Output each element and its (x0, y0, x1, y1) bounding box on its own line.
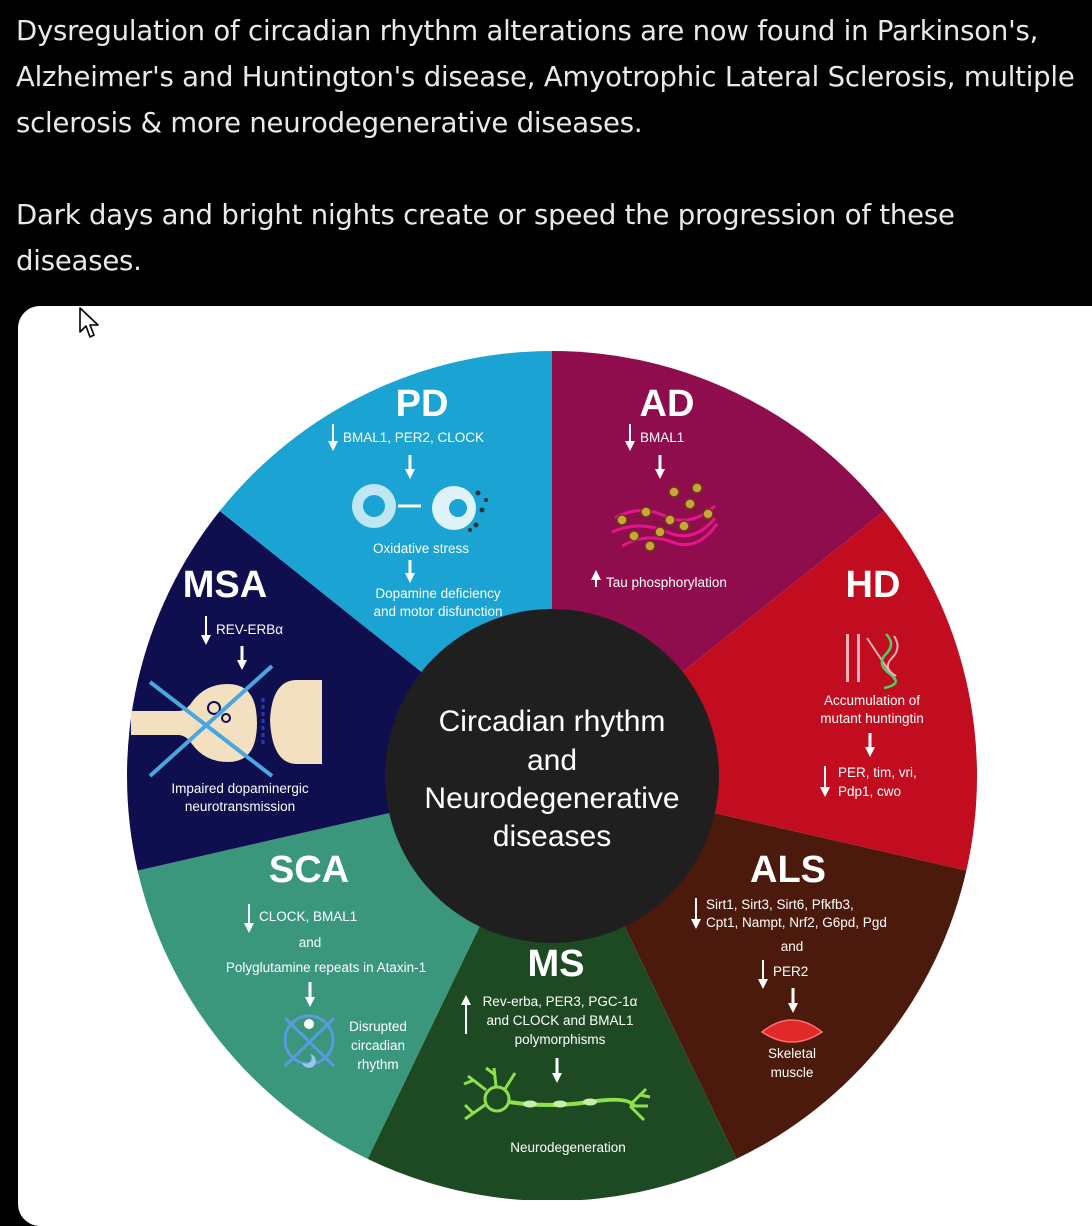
sca-outcome: rhythm (357, 1057, 398, 1072)
als-gene2: PER2 (773, 964, 808, 979)
sca-gene: CLOCK, BMAL1 (259, 909, 357, 924)
center-circle (385, 609, 719, 943)
neuron-icon (463, 1066, 651, 1122)
segment-ms: MS Rev-erba, PER3, PGC-1α and CLOCK and … (461, 943, 651, 1155)
ms-title: MS (528, 943, 585, 985)
hd-genes: PER, tim, vri, (838, 765, 917, 780)
pd-outcome: and motor disfunction (373, 604, 502, 619)
segment-ad: AD BMAL1 Tau phosphorylation (591, 383, 727, 590)
segment-sca: SCA CLOCK, BMAL1 and Polyglutamine repea… (226, 849, 426, 1072)
ms-genes: and CLOCK and BMAL1 (486, 1013, 633, 1028)
msa-outcome: neurotransmission (185, 799, 295, 814)
sca-outcome: Disrupted (349, 1019, 407, 1034)
pd-title: PD (396, 383, 449, 425)
sca-outcome: circadian (351, 1038, 405, 1053)
center-title-line: Circadian rhythm (439, 705, 666, 738)
ms-genes: Rev-erba, PER3, PGC-1α (483, 994, 638, 1009)
disrupted-rhythm-icon (283, 1014, 336, 1068)
sca-and: and (299, 935, 322, 950)
segment-als: ALS Sirt1, Sirt3, Sirt6, Pfkfb3, Cpt1, N… (691, 849, 887, 1080)
skeletal-muscle-icon (760, 1019, 824, 1043)
segment-msa: MSA REV-ERBα Impaired dopaminergic neuro… (131, 564, 322, 814)
huntingtin-chromosome-icon (846, 633, 899, 690)
circadian-diagram: Circadian rhythm and Neurodegenerative d… (127, 351, 977, 1200)
msa-gene: REV-ERBα (216, 622, 283, 637)
pd-gene: BMAL1, PER2, CLOCK (343, 430, 484, 445)
mouse-cursor-icon (79, 307, 99, 338)
sca-title: SCA (269, 849, 349, 891)
dopamine-vesicle-icon (352, 484, 488, 532)
hd-step: Accumulation of (824, 693, 920, 708)
center-title-line: and (527, 744, 577, 777)
als-genes: Sirt1, Sirt3, Sirt6, Pfkfb3, (706, 897, 854, 912)
tweet-text: Dysregulation of circadian rhythm altera… (16, 8, 1082, 284)
tweet-paragraph: Dysregulation of circadian rhythm altera… (16, 15, 1075, 139)
ms-genes: polymorphisms (515, 1032, 606, 1047)
tweet-paragraph: Dark days and bright nights create or sp… (16, 199, 955, 277)
pd-outcome: Dopamine deficiency (375, 586, 501, 601)
segment-hd: HD Accumulation of mutant huntingtin PER… (820, 564, 924, 799)
msa-title: MSA (183, 564, 267, 606)
tau-tangle-icon (611, 482, 719, 552)
als-genes: Cpt1, Nampt, Nrf2, G6pd, Pgd (706, 915, 887, 930)
hd-genes: Pdp1, cwo (838, 784, 901, 799)
segment-pd: PD BMAL1, PER2, CLOCK Oxidative stress D… (328, 383, 503, 619)
wheel-segment-ms (367, 776, 737, 1200)
hd-title: HD (846, 564, 901, 606)
msa-outcome: Impaired dopaminergic (171, 781, 309, 796)
pd-step: Oxidative stress (373, 541, 469, 556)
als-title: ALS (750, 849, 826, 891)
ad-title: AD (640, 383, 695, 425)
sca-step: Polyglutamine repeats in Ataxin-1 (226, 960, 426, 975)
crossed-synapse-icon (131, 664, 322, 778)
ms-outcome: Neurodegeneration (510, 1140, 626, 1155)
als-outcome: Skeletal (768, 1046, 816, 1061)
als-outcome: muscle (771, 1065, 814, 1080)
center-title-line: Neurodegenerative (424, 782, 679, 815)
center-title-line: diseases (493, 820, 611, 853)
als-and: and (781, 939, 804, 954)
hd-step: mutant huntingtin (820, 711, 924, 726)
ad-outcome: Tau phosphorylation (606, 575, 727, 590)
ad-gene: BMAL1 (640, 430, 684, 445)
